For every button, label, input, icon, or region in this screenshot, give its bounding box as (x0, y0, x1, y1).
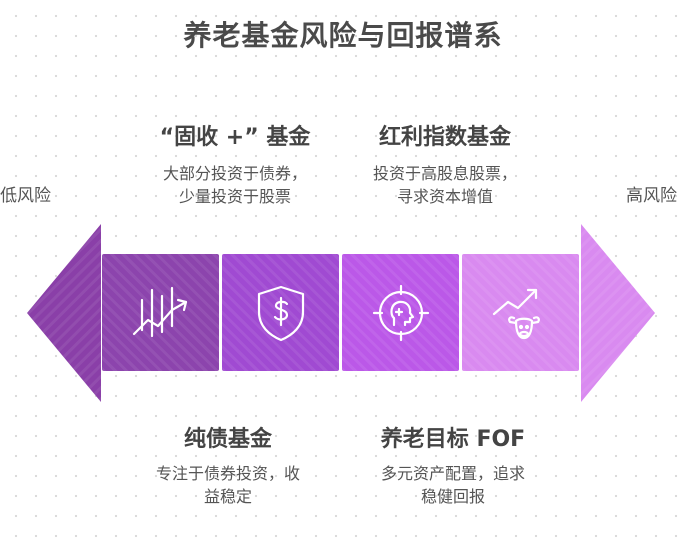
description-line: 少量投资于股票 (178, 187, 291, 206)
segment-fixed-income-plus (222, 254, 339, 371)
segment-dividend-index (342, 254, 459, 371)
bull-trend-icon (492, 288, 540, 339)
description-line: 大部分投资于债券， (162, 164, 307, 183)
description-line: 多元资产配置，追求 (380, 464, 525, 483)
segment-pure-bond (102, 254, 219, 371)
chart-growth-icon (132, 286, 187, 337)
description-line: 益稳定 (203, 487, 252, 506)
page-title: 养老基金风险与回报谱系 (183, 19, 503, 52)
fixed-income-plus-heading: “固收 +” 基金 (159, 125, 311, 150)
pension-fof-heading: 养老目标 FOF (380, 427, 526, 452)
description-line: 稳健回报 (420, 487, 485, 506)
dividend-index-heading: 红利指数基金 (378, 125, 511, 150)
target-head-icon (372, 284, 429, 341)
high-risk-label: 高风险 (626, 186, 677, 206)
pension-fof-description: 多元资产配置，追求 稳健回报 (343, 462, 563, 508)
segment-pension-target-fof (462, 254, 579, 371)
shield-dollar-icon (257, 285, 304, 341)
pure-bond-heading: 纯债基金 (183, 427, 272, 452)
description-line: 专注于债券投资，收 (155, 464, 300, 483)
pure-bond-description: 专注于债券投资，收 益稳定 (118, 462, 338, 508)
dividend-index-description: 投资于高股息股票， 寻求资本增值 (335, 162, 555, 208)
description-line: 投资于高股息股票， (372, 164, 517, 183)
low-risk-label: 低风险 (0, 186, 51, 206)
description-line: 寻求资本增值 (396, 187, 493, 206)
fixed-income-plus-description: 大部分投资于债券， 少量投资于股票 (125, 162, 345, 208)
